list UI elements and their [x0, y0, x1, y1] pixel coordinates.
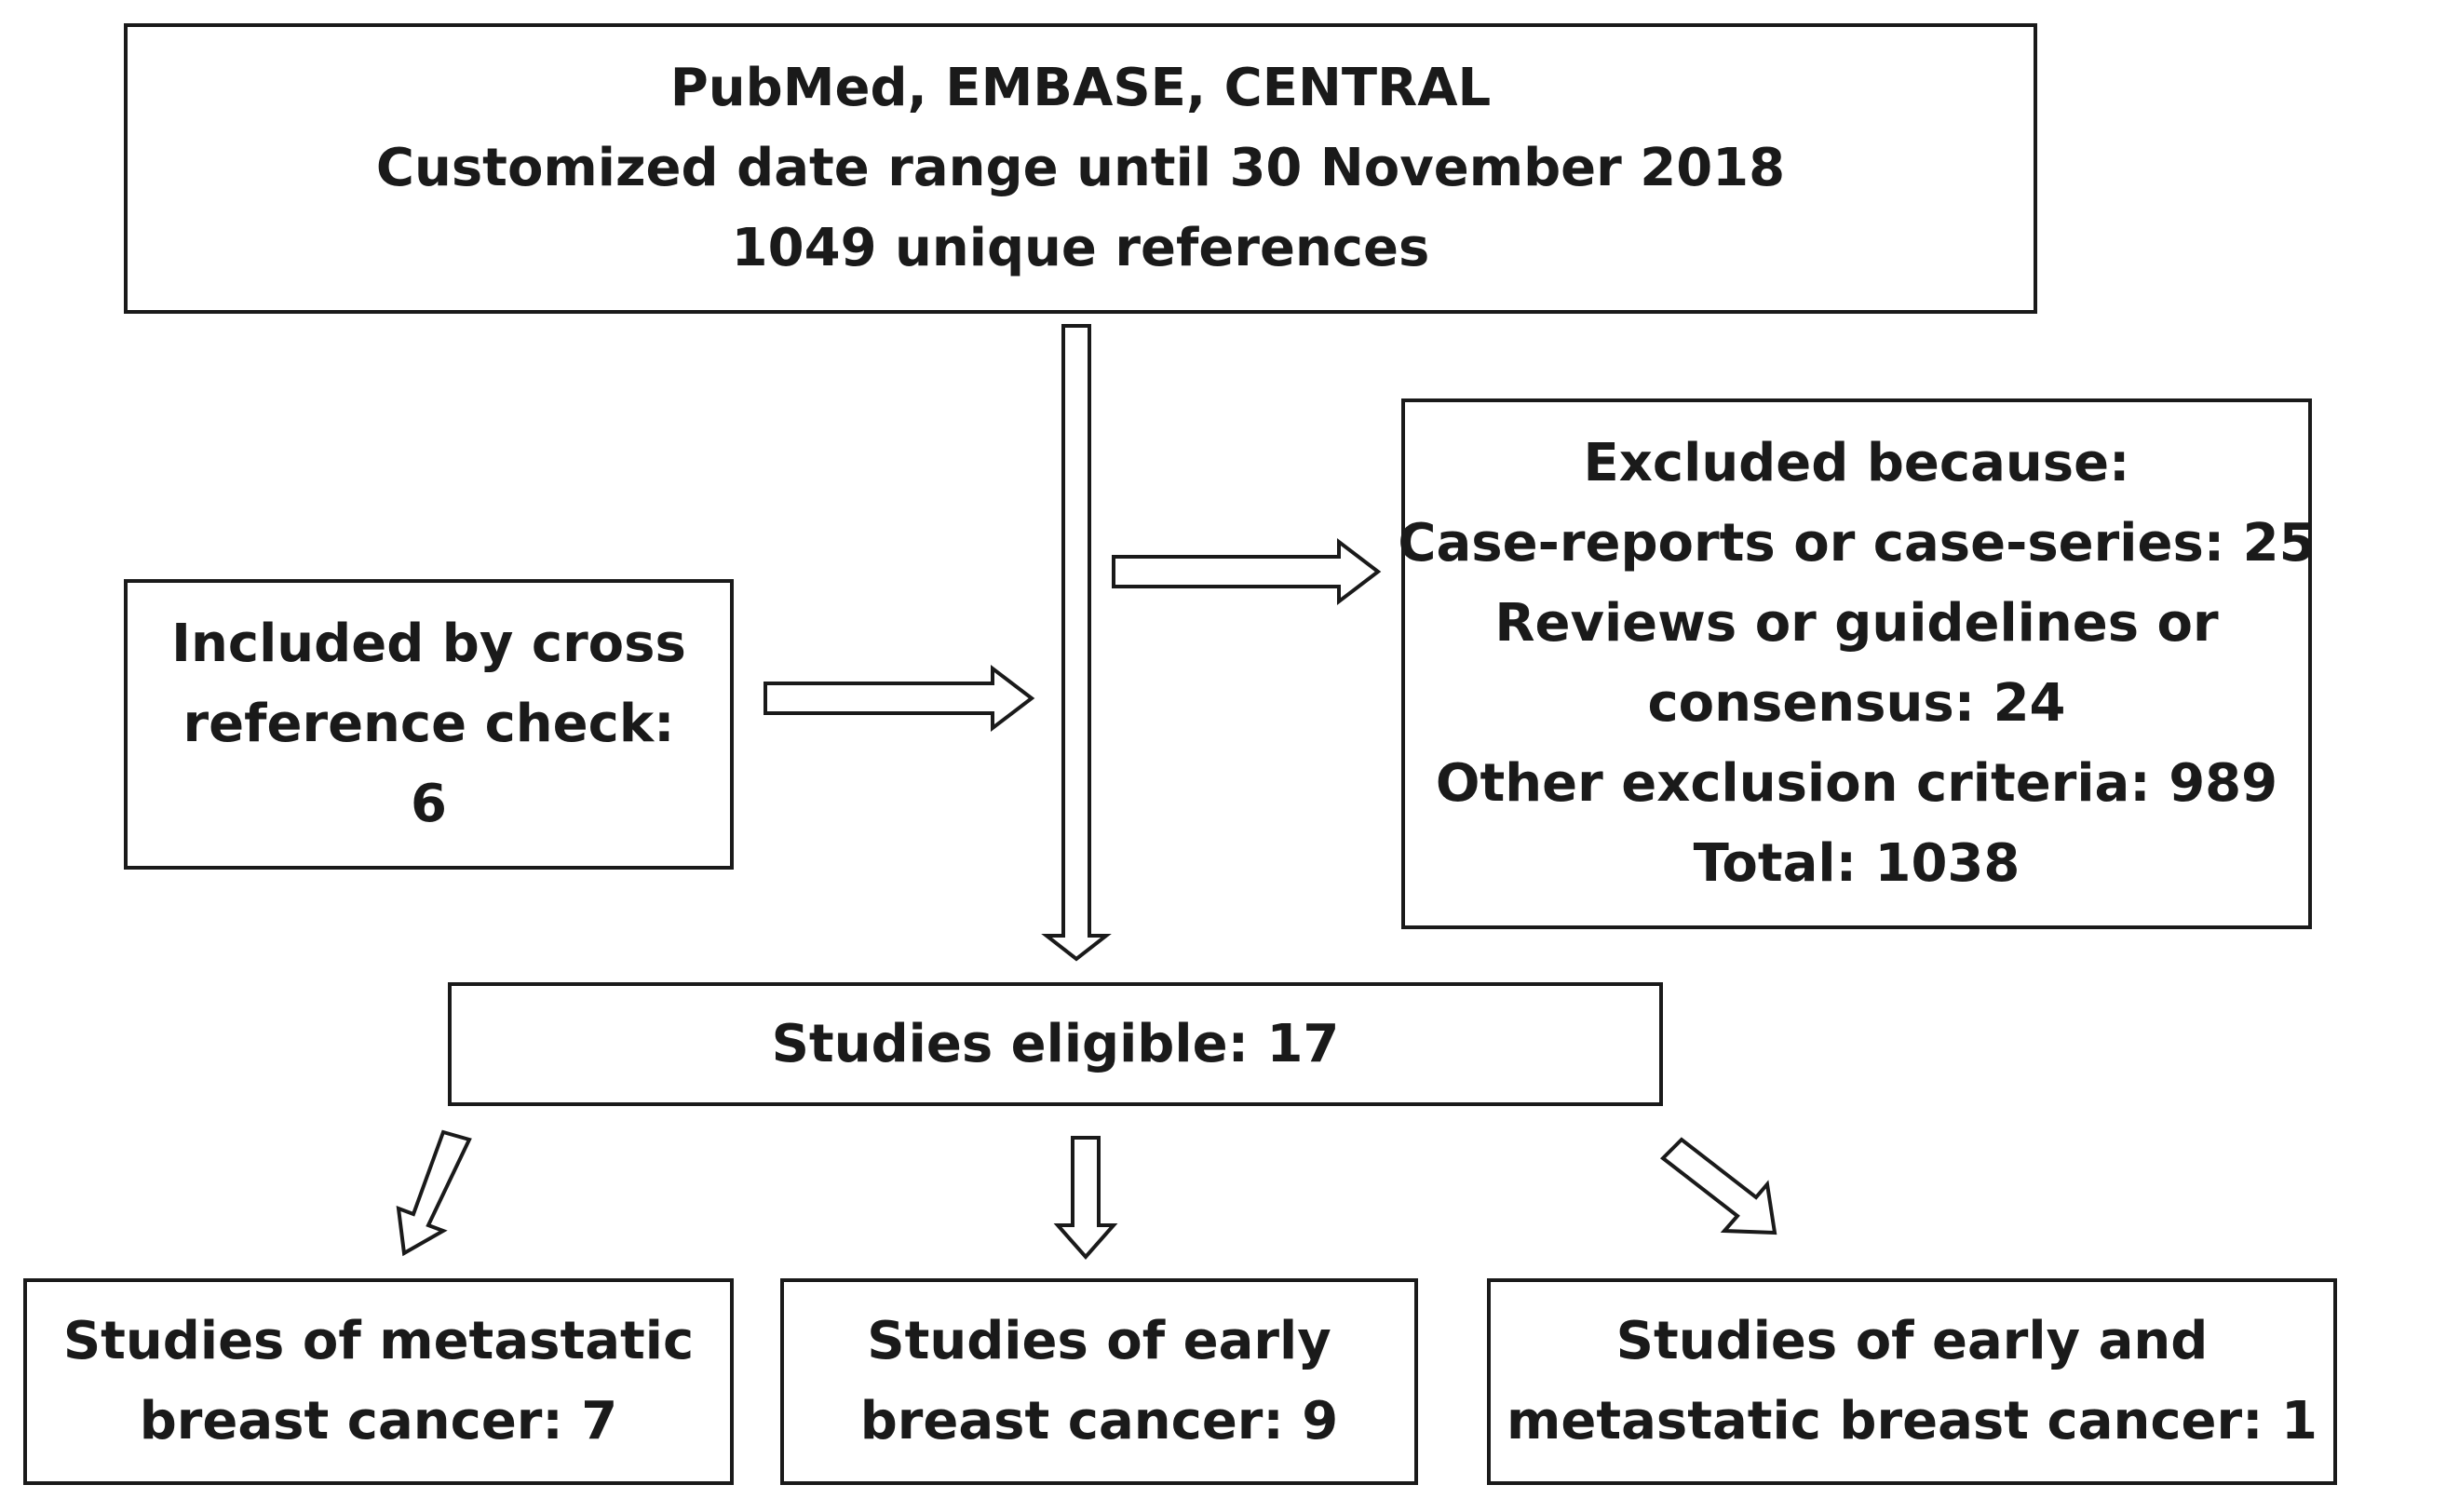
arrow-down-center: [1053, 1136, 1118, 1261]
included-line-1: Included by cross: [171, 614, 686, 674]
studies-eligible-box: Studies eligible: 17: [448, 982, 1663, 1106]
metastatic-line-2: breast cancer: 7: [139, 1391, 618, 1451]
date-range-line: Customized date range until 30 November …: [375, 138, 1786, 198]
excluded-other-criteria: Other exclusion criteria: 989: [1435, 753, 2278, 814]
early-line-2: breast cancer: 9: [859, 1391, 1339, 1451]
metastatic-studies-box: Studies of metastatic breast cancer: 7: [23, 1278, 734, 1485]
excluded-total: Total: 1038: [1693, 833, 2020, 894]
excluded-reviews-line: Reviews or guidelines or: [1494, 593, 2219, 654]
excluded-box: Excluded because: Case-reports or case-s…: [1398, 398, 2316, 929]
excluded-case-reports: Case-reports or case-series: 25: [1398, 513, 2316, 574]
both-line-1: Studies of early and: [1615, 1311, 2209, 1371]
arrow-down-left: [396, 1129, 472, 1257]
unique-references-line: 1049 unique references: [731, 218, 1430, 278]
early-and-metastatic-studies-box: Studies of early and metastatic breast c…: [1487, 1278, 2337, 1485]
included-line-2: reference check:: [182, 694, 675, 754]
included-cross-reference-box: Included by cross reference check: 6: [124, 579, 734, 870]
early-studies-box: Studies of early breast cancer: 9: [780, 1278, 1418, 1485]
metastatic-line-1: Studies of metastatic: [62, 1311, 695, 1371]
studies-eligible-label: Studies eligible: 17: [771, 1013, 1340, 1074]
arrow-down-main: [1041, 324, 1112, 962]
search-sources-line: PubMed, EMBASE, CENTRAL: [669, 58, 1492, 118]
search-sources-box: PubMed, EMBASE, CENTRAL Customized date …: [124, 23, 2037, 314]
early-line-1: Studies of early: [867, 1311, 1331, 1371]
excluded-heading: Excluded because:: [1583, 433, 2130, 493]
included-count: 6: [411, 774, 447, 834]
excluded-consensus-line: consensus: 24: [1647, 673, 2066, 734]
arrow-right-included: [764, 664, 1035, 733]
both-line-2: metastatic breast cancer: 1: [1506, 1391, 2318, 1451]
arrow-down-right: [1659, 1137, 1777, 1235]
arrow-right-excluded: [1112, 537, 1382, 606]
